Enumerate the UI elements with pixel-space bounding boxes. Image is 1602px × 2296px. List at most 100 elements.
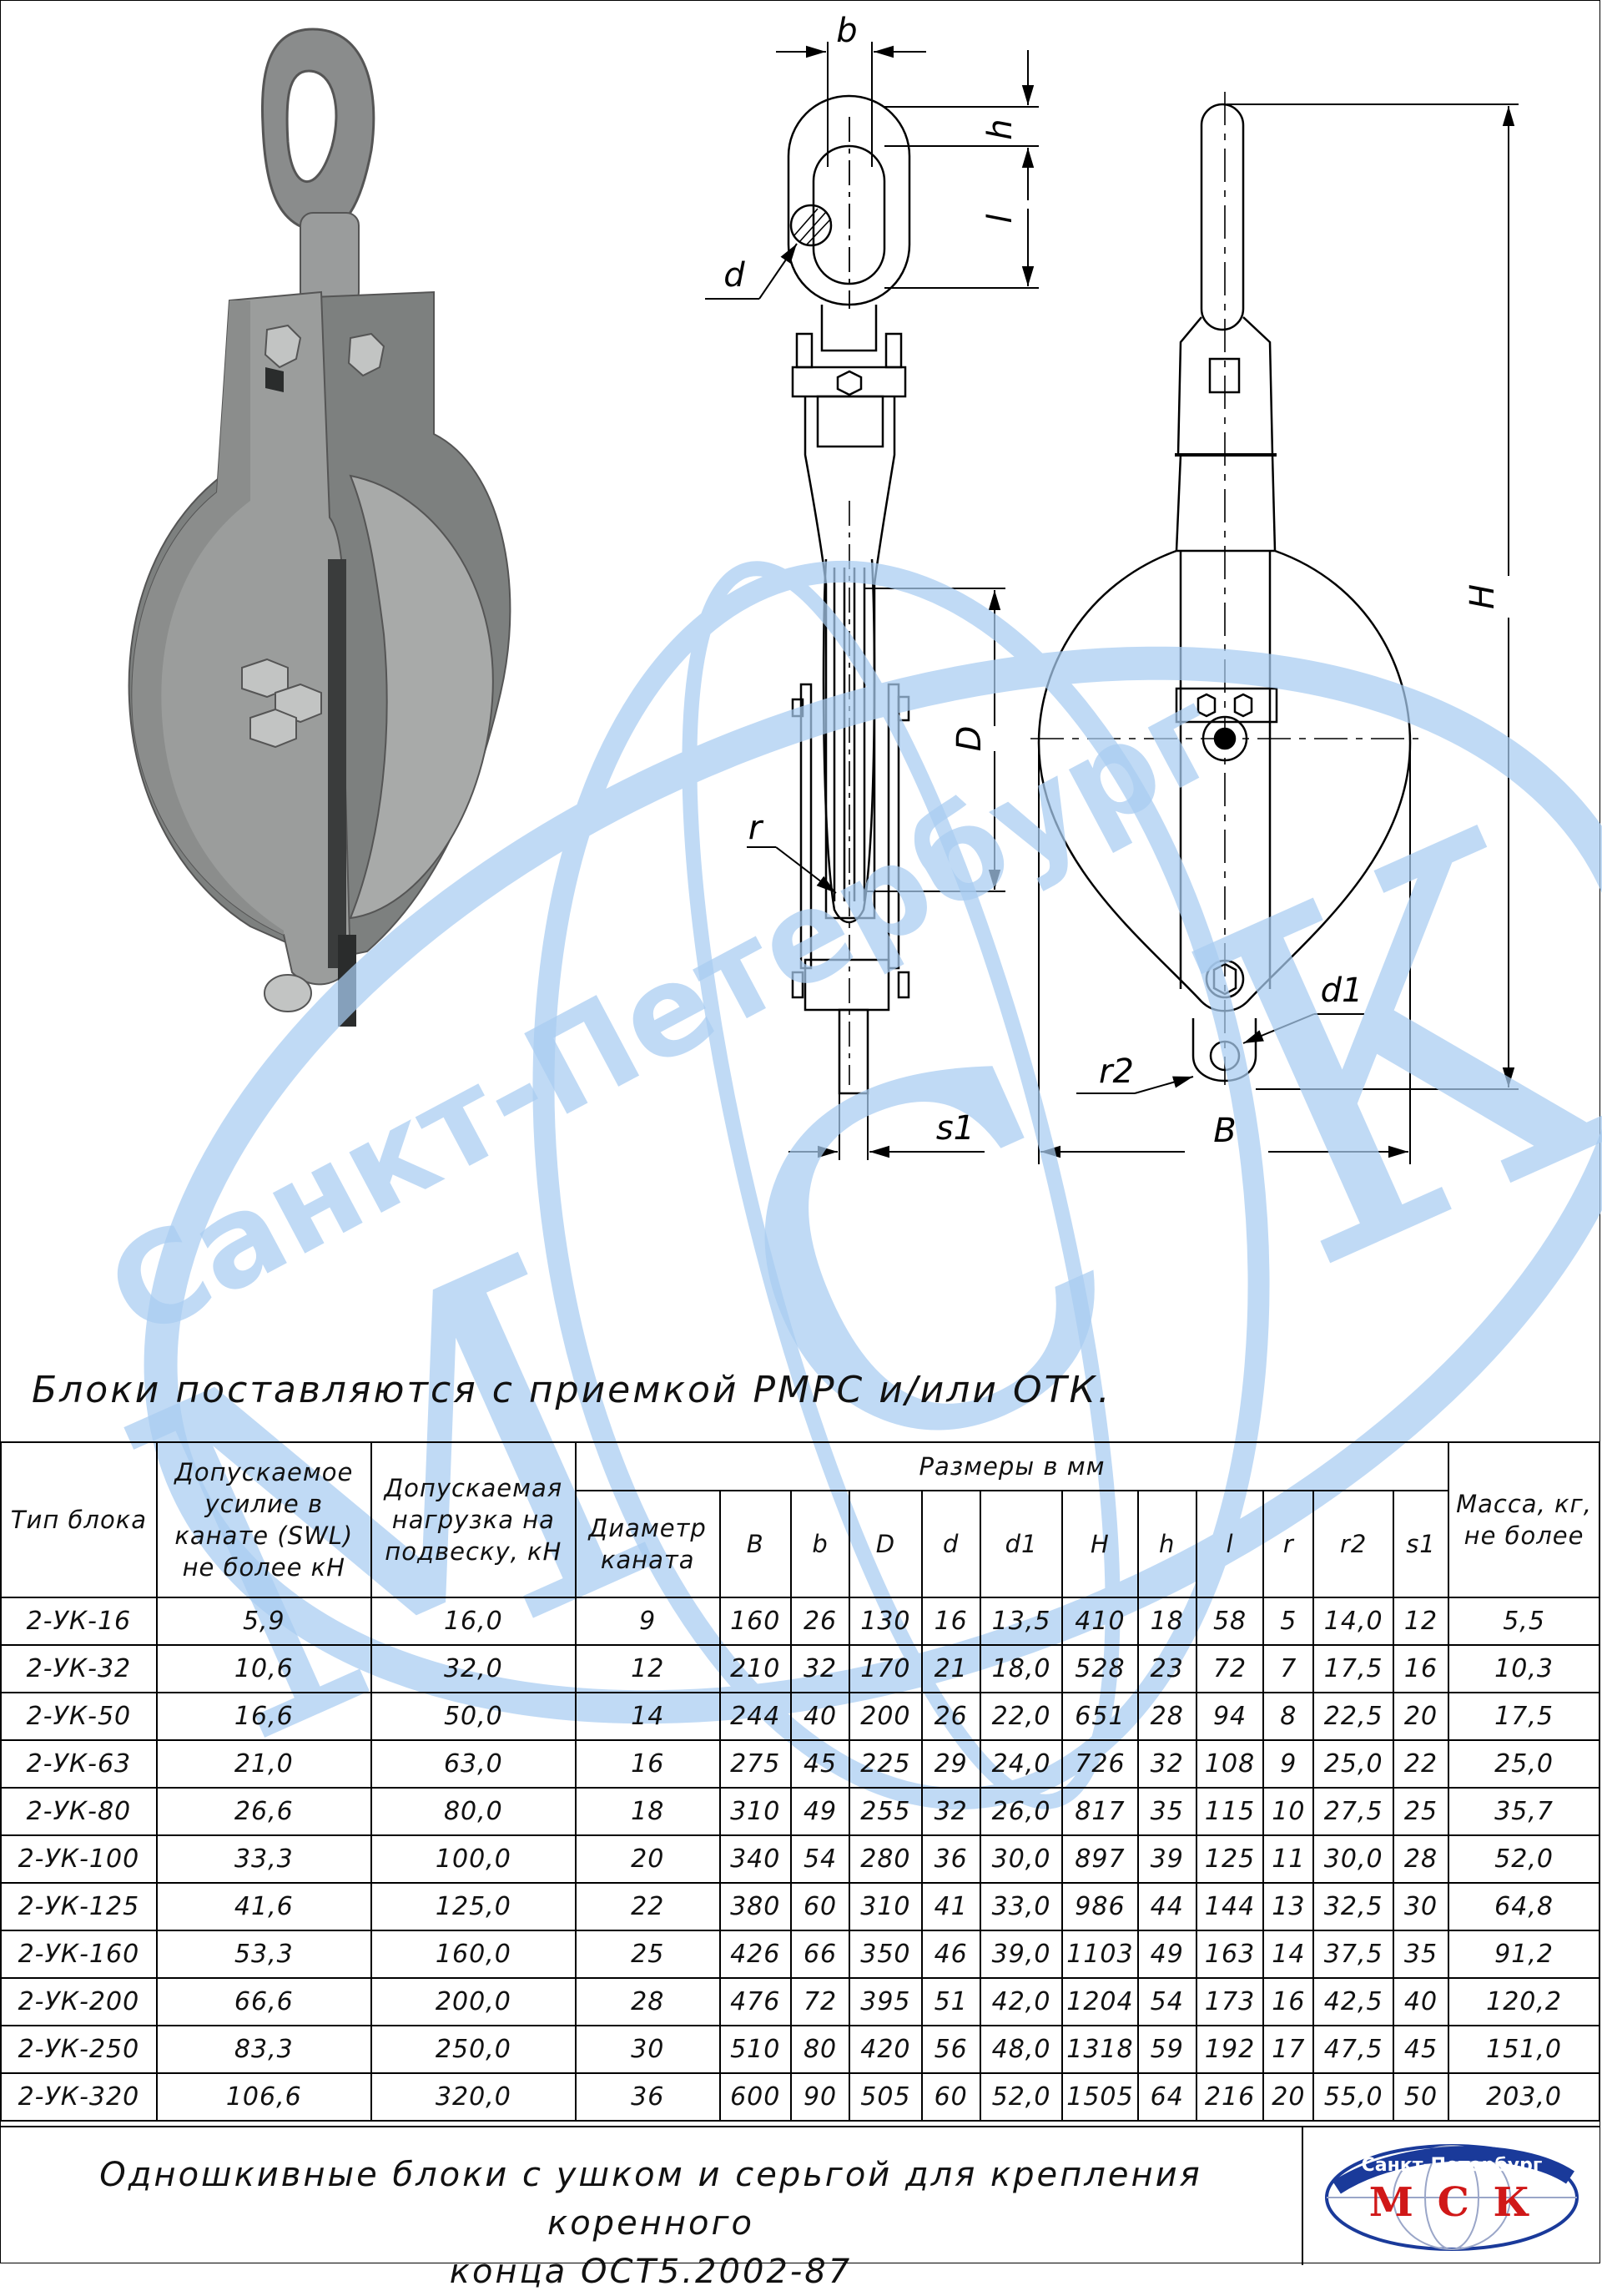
table-cell: 20: [1262, 2072, 1315, 2122]
table-cell: 1505: [1061, 2072, 1139, 2122]
header-dim-r2: r2: [1312, 1490, 1394, 1598]
header-dim-b: b: [789, 1490, 851, 1598]
header-dim-B: B: [718, 1490, 792, 1598]
table-cell: 20: [574, 1834, 721, 1884]
table-cell: 60: [789, 1882, 851, 1931]
dim-label-H: H: [1463, 584, 1502, 609]
table-cell: 63,0: [370, 1739, 577, 1789]
table-cell: 10: [1262, 1787, 1315, 1836]
table-cell: 26: [789, 1597, 851, 1646]
table-cell: 173: [1195, 1977, 1265, 2026]
table-cell: 125,0: [370, 1882, 577, 1931]
table-cell: 29: [920, 1739, 981, 1789]
table-cell: 170: [849, 1644, 923, 1693]
dim-label-d1: d1: [1321, 971, 1363, 1010]
table-cell: 16: [574, 1739, 721, 1789]
table-cell: 42,5: [1312, 1977, 1394, 2026]
block-type-cell: 2-УК-16: [0, 1597, 158, 1646]
table-cell: 22,5: [1312, 1692, 1394, 1741]
table-cell: 72: [789, 1977, 851, 2026]
block-type-cell: 2-УК-63: [0, 1739, 158, 1789]
table-cell: 66: [789, 1930, 851, 1979]
table-cell: 21: [920, 1644, 981, 1693]
block-type-cell: 2-УК-200: [0, 1977, 158, 2026]
table-cell: 1318: [1061, 2025, 1139, 2074]
table-cell: 420: [849, 2025, 923, 2074]
header-dim-d1: d1: [979, 1490, 1064, 1598]
dim-label-h: h: [981, 119, 1020, 139]
table-cell: 35,7: [1448, 1787, 1600, 1836]
table-cell: 17: [1262, 2025, 1315, 2074]
table-cell: 9: [574, 1597, 721, 1646]
table-cell: 130: [849, 1597, 923, 1646]
table-cell: 125: [1195, 1834, 1265, 1884]
table-cell: 395: [849, 1977, 923, 2026]
table-cell: 5,9: [155, 1597, 372, 1646]
table-cell: 16: [1262, 1977, 1315, 2026]
table-cell: 40: [789, 1692, 851, 1741]
table-cell: 600: [718, 2072, 792, 2122]
table-cell: 33,0: [979, 1882, 1064, 1931]
table-cell: 1103: [1061, 1930, 1139, 1979]
table-cell: 45: [1392, 2025, 1450, 2074]
specification-table: Тип блока Допускаемое усилие в канате (S…: [0, 1441, 1600, 2122]
table-cell: 160: [718, 1597, 792, 1646]
table-cell: 53,3: [155, 1930, 372, 1979]
table-cell: 16,6: [155, 1692, 372, 1741]
table-cell: 36: [920, 1834, 981, 1884]
table-cell: 426: [718, 1930, 792, 1979]
block-type-cell: 2-УК-32: [0, 1644, 158, 1693]
table-cell: 100,0: [370, 1834, 577, 1884]
table-cell: 120,2: [1448, 1977, 1600, 2026]
table-cell: 46: [920, 1930, 981, 1979]
header-dim-H: H: [1061, 1490, 1139, 1598]
table-cell: 47,5: [1312, 2025, 1394, 2074]
delivery-note: Блоки поставляются с приемкой РМРС и/или…: [32, 1369, 1112, 1411]
table-cell: 94: [1195, 1692, 1265, 1741]
table-cell: 17,5: [1448, 1692, 1600, 1741]
table-cell: 14: [1262, 1930, 1315, 1979]
table-cell: 55,0: [1312, 2072, 1394, 2122]
table-cell: 5: [1262, 1597, 1315, 1646]
table-cell: 26: [920, 1692, 981, 1741]
table-cell: 144: [1195, 1882, 1265, 1931]
table-cell: 45: [789, 1739, 851, 1789]
table-cell: 7: [1262, 1644, 1315, 1693]
table-cell: 56: [920, 2025, 981, 2074]
table-cell: 510: [718, 2025, 792, 2074]
table-cell: 280: [849, 1834, 923, 1884]
table-cell: 986: [1061, 1882, 1139, 1931]
table-cell: 244: [718, 1692, 792, 1741]
block-3d-render: [128, 28, 511, 1027]
table-cell: 106,6: [155, 2072, 372, 2122]
header-dim-l: l: [1195, 1490, 1265, 1598]
table-cell: 51: [920, 1977, 981, 2026]
table-cell: 90: [789, 2072, 851, 2122]
table-cell: 310: [849, 1882, 923, 1931]
table-cell: 64,8: [1448, 1882, 1600, 1931]
table-cell: 17,5: [1312, 1644, 1394, 1693]
table-cell: 726: [1061, 1739, 1139, 1789]
table-cell: 32: [789, 1644, 851, 1693]
table-cell: 48,0: [979, 2025, 1064, 2074]
table-cell: 5,5: [1448, 1597, 1600, 1646]
table-cell: 18,0: [979, 1644, 1064, 1693]
block-type-cell: 2-УК-125: [0, 1882, 158, 1931]
side-view: [787, 94, 911, 1095]
table-cell: 505: [849, 2072, 923, 2122]
table-cell: 42,0: [979, 1977, 1064, 2026]
table-cell: 14: [574, 1692, 721, 1741]
table-cell: 1204: [1061, 1977, 1139, 2026]
dim-label-r: r: [748, 809, 764, 847]
table-cell: 66,6: [155, 1977, 372, 2026]
document-title-line2: конца ОСТ5.2002-87: [449, 2253, 853, 2291]
table-cell: 12: [574, 1644, 721, 1693]
table-cell: 49: [1136, 1930, 1197, 1979]
table-cell: 108: [1195, 1739, 1265, 1789]
table-cell: 13: [1262, 1882, 1315, 1931]
table-cell: 18: [1136, 1597, 1197, 1646]
